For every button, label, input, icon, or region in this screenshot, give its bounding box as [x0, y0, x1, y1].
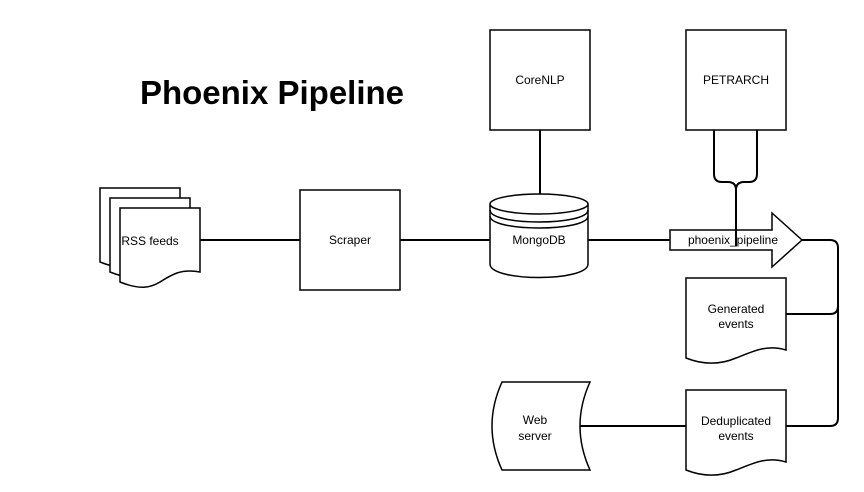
web-server-line2: server [518, 429, 551, 443]
deduplicated-events-doc [685, 389, 787, 476]
edge-petrarch-phoenix [713, 130, 758, 246]
deduplicated-events-line2: events [718, 429, 753, 443]
phoenix-pipeline-label: phoenix_pipeline [688, 233, 778, 247]
petrarch-label: PETRARCH [703, 73, 769, 87]
mongodb-cylinder-top [489, 193, 589, 215]
rss-feeds-node: RSS feeds [99, 187, 201, 288]
deduplicated-events-node: Deduplicated events [685, 389, 787, 476]
web-server-shape [491, 381, 592, 471]
scraper-label: Scraper [329, 233, 371, 247]
mongodb-cylinder-band-1 [489, 209, 589, 223]
petrarch-node: PETRARCH [685, 29, 787, 131]
edge-phoenix-outputs [786, 239, 839, 427]
generated-events-doc [685, 277, 787, 364]
scraper-node: Scraper [299, 189, 401, 291]
generated-events-line2: events [718, 317, 753, 331]
mongodb-label: MongoDB [512, 233, 565, 247]
web-server-line1: Web [523, 413, 548, 427]
scraper-box [299, 189, 401, 291]
corenlp-label: CoreNLP [515, 73, 564, 87]
corenlp-box [489, 29, 591, 131]
mongodb-cylinder [489, 204, 589, 279]
mongodb-node: MongoDB [489, 193, 589, 279]
rss-feeds-page-front [119, 207, 201, 288]
deduplicated-events-line1: Deduplicated [701, 414, 771, 428]
web-server-node: Web server [491, 381, 592, 471]
mongodb-cylinder-band-2 [489, 215, 589, 229]
rss-feeds-label: RSS feeds [121, 234, 178, 248]
corenlp-node: CoreNLP [489, 29, 591, 131]
generated-events-line1: Generated [708, 302, 765, 316]
petrarch-box [685, 29, 787, 131]
generated-events-node: Generated events [685, 277, 787, 364]
diagram-title: Phoenix Pipeline [140, 74, 404, 111]
